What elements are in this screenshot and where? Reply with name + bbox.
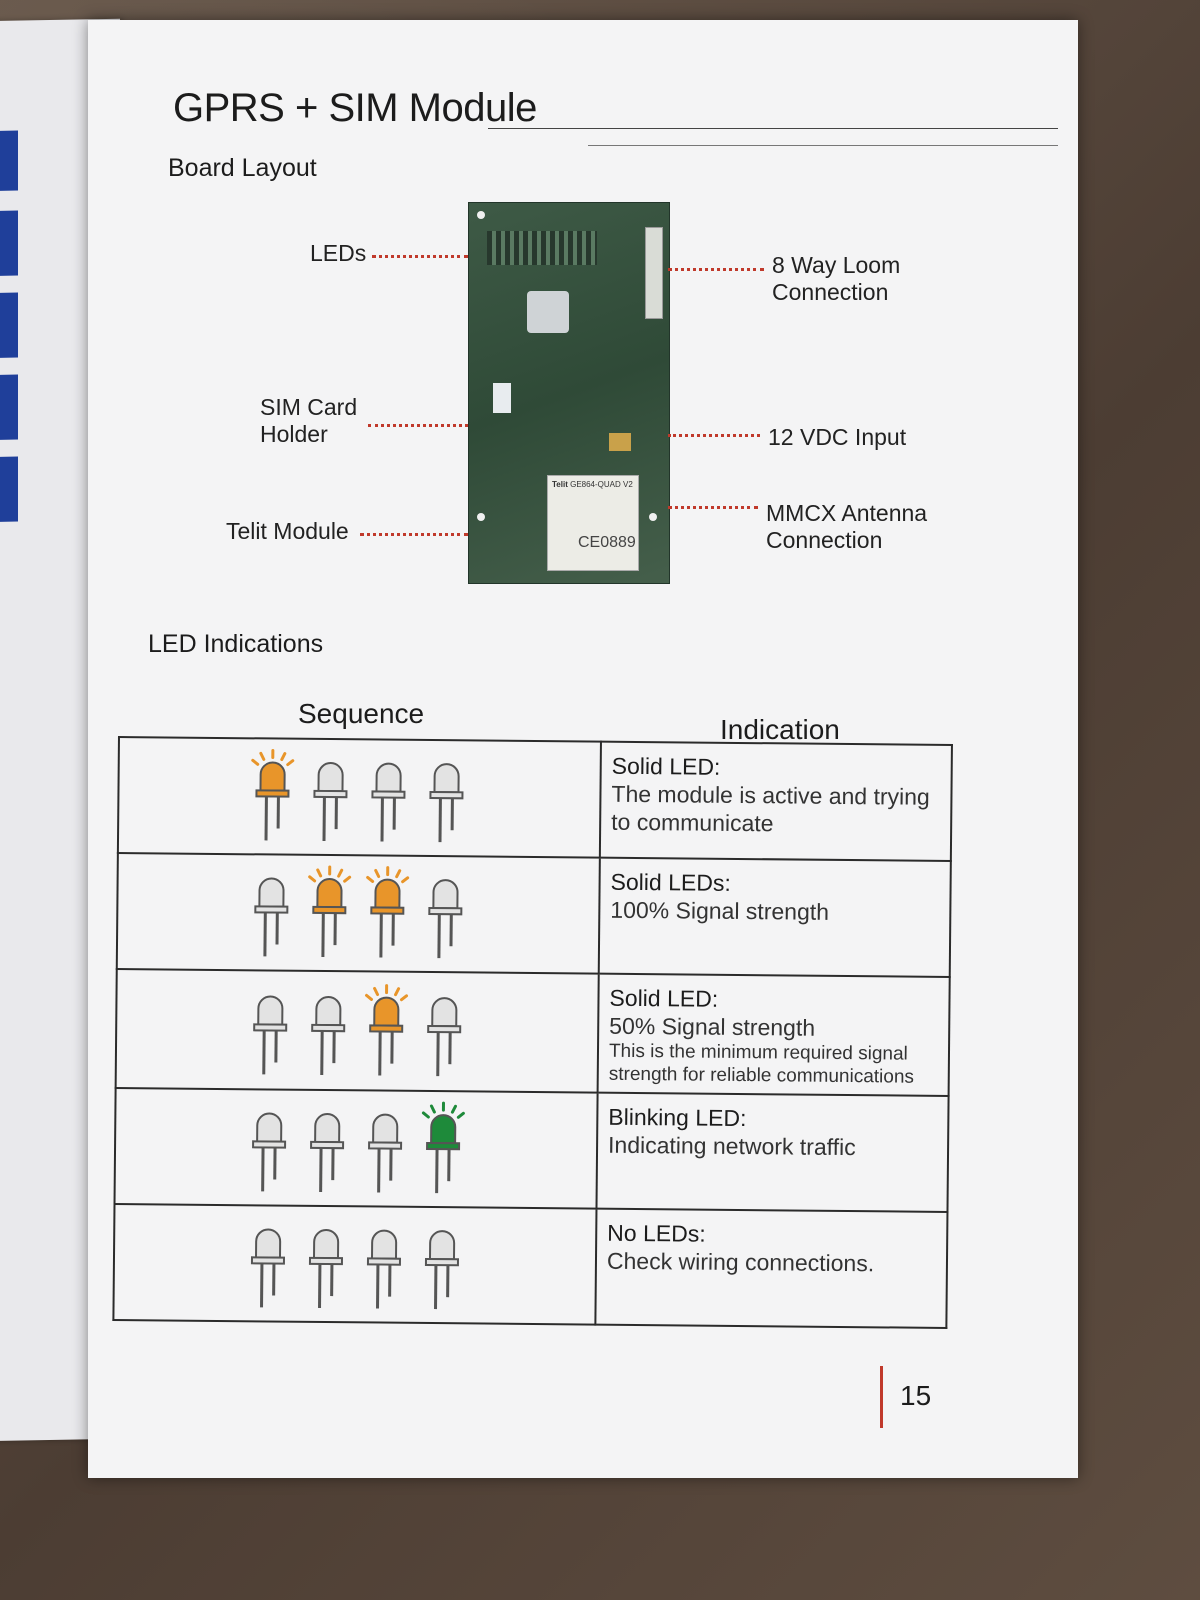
sequence-cell [116,853,600,974]
indication-description: 100% Signal strength [610,896,830,925]
page-tab [0,210,18,276]
indication-column-header: Indication [720,714,840,745]
led-off-icon [427,996,462,1076]
indication-cell: Solid LED:The module is active and tryin… [599,741,952,862]
table-row: No LEDs:Check wiring connections. [113,1203,948,1328]
indication-title: Solid LED: [609,984,719,1012]
callout-telit: Telit Module [226,518,349,544]
led-off-icon [252,1112,287,1192]
indication-cell: Solid LEDs:100% Signal strength [598,857,951,977]
led-off-icon [308,1229,344,1308]
indication-note: This is the minimum required signal stre… [608,1040,915,1088]
led-pin-header [487,231,597,265]
indication-title: Blinking LED: [608,1103,747,1132]
led-off-icon [253,994,288,1074]
sequence-column-header: Sequence [298,698,425,729]
callout-mmcx-line1: MMCX Antenna [766,500,928,526]
loom-connector [645,227,663,319]
callout-sim-line1: SIM Card [260,394,358,420]
led-off-icon [254,877,289,957]
indication-cell: No LEDs:Check wiring connections. [595,1208,948,1328]
telit-module: Telit GE864-QUAD V2 CE0889 [547,475,639,571]
led-indications-heading: LED Indications [148,630,324,658]
table-row: Solid LED:The module is active and tryin… [117,737,952,862]
callout-leader [668,268,764,271]
callout-leader [368,424,468,427]
led-off-icon [368,1113,403,1193]
led-off-icon [371,762,406,842]
callout-loom-line1: 8 Way Loom [772,252,901,278]
indication-title: Solid LED: [611,752,721,780]
board-chip [527,291,569,333]
circuit-board-photo: Telit GE864-QUAD V2 CE0889 [468,202,670,584]
led-indication-table: Solid LED:The module is active and tryin… [112,736,953,1329]
mount-hole [477,513,485,521]
mount-hole [649,513,657,521]
table-row: Blinking LED:Indicating network traffic [114,1087,949,1212]
led-off-icon [428,879,463,959]
indication-title: No LEDs: [607,1219,706,1247]
callout-sim-line2: Holder [260,421,328,447]
callout-leader [372,255,468,258]
callout-loom-line2: Connection [772,279,889,305]
page-tab [0,130,18,191]
callout-leds: LEDs [310,240,367,266]
led-off-icon [424,1230,460,1310]
led-off-icon [313,762,348,841]
page-number-bar [880,1366,883,1428]
page-tab [0,374,18,440]
page-title: GPRS + SIM Module [173,86,537,130]
title-rule [488,128,1058,129]
indication-description: Check wiring connections. [606,1247,875,1277]
indication-description: Indicating network traffic [607,1131,856,1161]
power-input-pad [609,433,631,451]
board-layout-heading: Board Layout [168,154,317,182]
green-led-on-icon [421,1101,465,1194]
callout-loom: 8 Way Loom Connection [772,252,900,306]
amber-led-on-icon [251,748,295,841]
callout-mmcx-line2: Connection [766,527,883,553]
telit-model: GE864-QUAD V2 [570,480,633,489]
amber-led-on-icon [308,865,352,957]
ce-mark: CE0889 [578,534,636,551]
manual-page: GPRS + SIM Module Board Layout Telit GE8… [88,20,1078,1478]
indication-description: 50% Signal strength [609,1012,816,1041]
sequence-cell [115,968,599,1093]
led-off-icon [250,1228,286,1308]
callout-sim-card: SIM Card Holder [260,394,357,448]
page-tab [0,456,18,522]
callout-leader [360,533,468,536]
sim-card-holder [493,383,511,413]
amber-led-on-icon [365,983,409,1076]
page-number: 15 [900,1380,932,1411]
page-tab [0,292,18,358]
callout-leader [668,506,758,509]
title-rule [588,145,1058,146]
mount-hole [477,211,485,219]
sequence-cell [113,1203,597,1325]
sequence-cell [117,737,601,858]
led-off-icon [429,763,464,843]
callout-vdc: 12 VDC Input [768,424,907,450]
table-row: Solid LEDs:100% Signal strength [116,853,951,977]
indication-description: The module is active and trying to commu… [611,780,930,837]
amber-led-on-icon [366,866,410,958]
led-off-icon [311,995,346,1075]
led-off-icon [310,1113,345,1192]
indication-title: Solid LEDs: [610,868,731,896]
callout-leader [668,434,760,437]
telit-brand: Telit [552,480,568,489]
indication-cell: Blinking LED:Indicating network traffic [596,1092,949,1212]
led-off-icon [366,1229,402,1309]
sequence-cell [114,1087,598,1209]
callout-mmcx: MMCX Antenna Connection [766,500,927,554]
